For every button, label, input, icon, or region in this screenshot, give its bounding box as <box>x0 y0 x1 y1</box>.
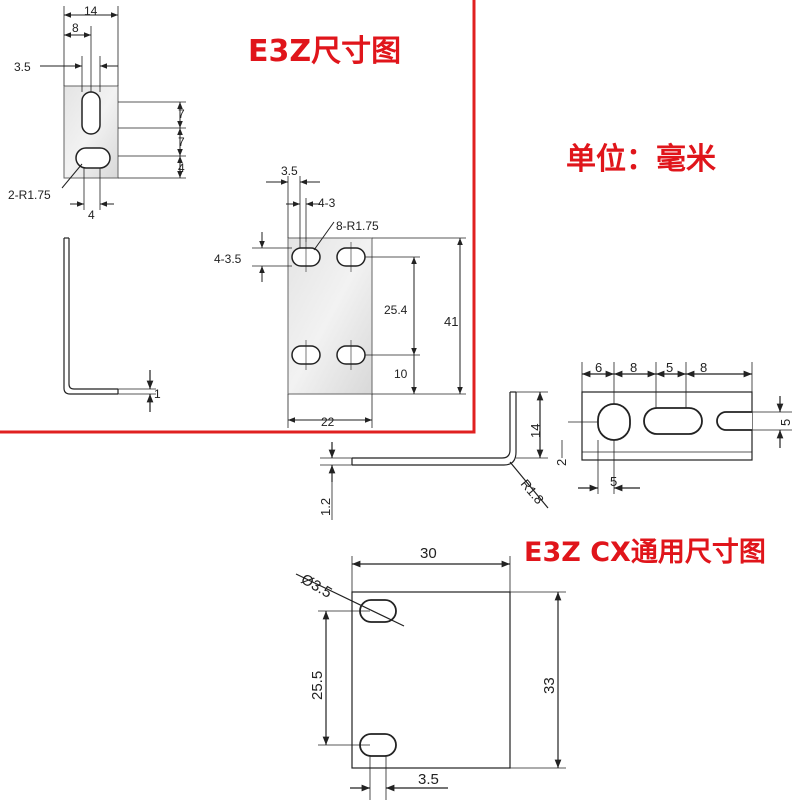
large-bracket <box>252 176 466 428</box>
large-slot-height: 4-3.5 <box>214 252 242 266</box>
small-bottom-margin: 4 <box>178 161 185 175</box>
cx-d3: 5 <box>666 360 673 375</box>
cx-bracket-front <box>295 556 566 800</box>
cx-radius: R1.8 <box>518 476 547 507</box>
unit-label: 单位：毫米 <box>566 142 716 177</box>
small-slot-width: 3.5 <box>14 60 31 74</box>
large-hole-spacing: 25.4 <box>384 303 408 317</box>
e3z-title: E3Z尺寸图 <box>248 34 402 69</box>
small-radius: 2-R1.75 <box>8 188 51 202</box>
cx-bracket-profile <box>320 391 563 520</box>
large-radius: 8-R1.75 <box>336 219 379 233</box>
e3z-cx-title: E3Z CX通用尺寸图 <box>524 537 766 568</box>
small-bracket-profile <box>63 237 156 412</box>
small-pitch-2: 7 <box>178 135 185 149</box>
cx-thickness: 1.2 <box>318 498 333 516</box>
section-frame <box>0 0 476 434</box>
large-pitch: 4-3 <box>318 196 336 210</box>
small-bracket <box>40 6 186 210</box>
cx-front-width: 30 <box>420 545 437 562</box>
small-hole-offset: 8 <box>72 21 79 35</box>
small-pitch-1: 7 <box>178 107 185 121</box>
cx-slot: 5 <box>778 419 793 426</box>
large-slot-width: 3.5 <box>281 164 298 178</box>
cx-d1: 6 <box>595 360 602 375</box>
cx-front-spacing: 25.5 <box>309 671 326 700</box>
large-height: 41 <box>444 314 458 329</box>
cx-front-offset: 3.5 <box>418 771 439 788</box>
cx-front-hole: Ø3.5 <box>298 571 335 602</box>
small-width: 14 <box>84 4 98 18</box>
cx-d4: 8 <box>700 360 707 375</box>
small-thickness: 1 <box>154 387 161 401</box>
cx-gap: 2 <box>554 459 569 466</box>
large-bottom: 10 <box>394 367 408 381</box>
cx-bracket-top <box>568 362 792 494</box>
large-width: 22 <box>321 415 335 429</box>
cx-bottom-slot: 5 <box>610 474 617 489</box>
cx-d2: 8 <box>630 360 637 375</box>
cx-front-height: 33 <box>541 677 558 694</box>
small-side-margin: 4 <box>88 208 95 222</box>
cx-flange: 14 <box>528 424 543 438</box>
